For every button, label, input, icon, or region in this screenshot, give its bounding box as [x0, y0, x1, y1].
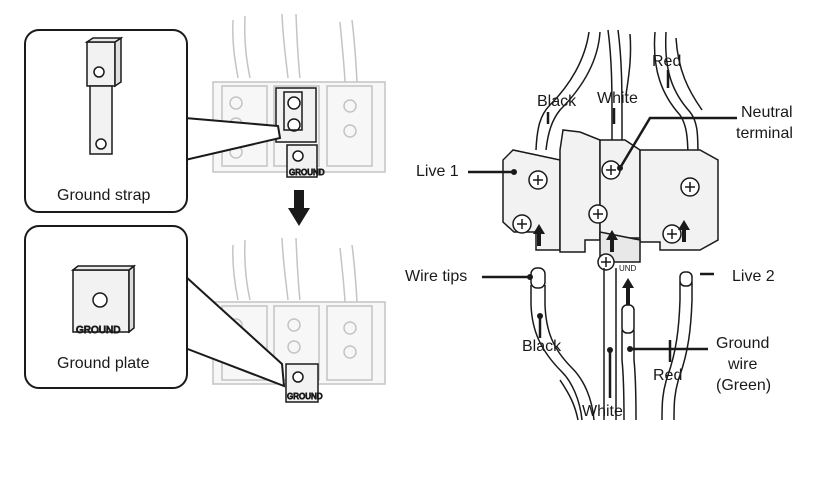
label-red-top: Red	[652, 53, 681, 70]
label-black-bottom: Black	[522, 338, 562, 355]
insert-arrows	[533, 220, 690, 316]
down-arrow-icon	[288, 190, 310, 226]
terminal-screws	[512, 160, 700, 271]
block-stamp-after: GROUND	[287, 392, 323, 401]
label-neutral: Neutral	[741, 104, 793, 121]
terminal-block	[502, 129, 719, 263]
label-red-bottom: Red	[653, 367, 682, 384]
ground-strap-icon	[84, 36, 124, 155]
ground-plate-callout: GROUND	[24, 225, 286, 389]
label-green: (Green)	[716, 377, 771, 394]
block-stamp-before: GROUND	[289, 168, 325, 177]
label-black-top: Black	[537, 93, 577, 110]
right-panel	[468, 29, 737, 421]
label-live-2: Live 2	[732, 268, 775, 285]
label-white-top: White	[597, 90, 638, 107]
ground-strap-callout	[24, 29, 282, 213]
bottom-wires	[530, 267, 693, 421]
left-panel: GROUND GROUND	[24, 13, 386, 403]
ground-plate-icon	[70, 264, 137, 334]
ground-plate-caption: Ground plate	[57, 355, 150, 372]
label-wire: wire	[727, 356, 757, 373]
leader-dots	[511, 165, 633, 353]
label-live-1: Live 1	[416, 163, 459, 180]
label-white-bottom: White	[582, 403, 623, 420]
terminal-block-before: GROUND	[212, 13, 386, 178]
terminal-block-after: GROUND	[212, 237, 386, 403]
label-ground: Ground	[716, 335, 769, 352]
top-wires	[535, 29, 703, 161]
ground-strap-caption: Ground strap	[57, 187, 150, 204]
leader-lines	[468, 70, 737, 398]
ground-plate-stamp: GROUND	[76, 325, 120, 336]
label-terminal: terminal	[736, 125, 793, 142]
block-stamp-right: UND	[619, 264, 637, 273]
label-wire-tips: Wire tips	[405, 268, 467, 285]
